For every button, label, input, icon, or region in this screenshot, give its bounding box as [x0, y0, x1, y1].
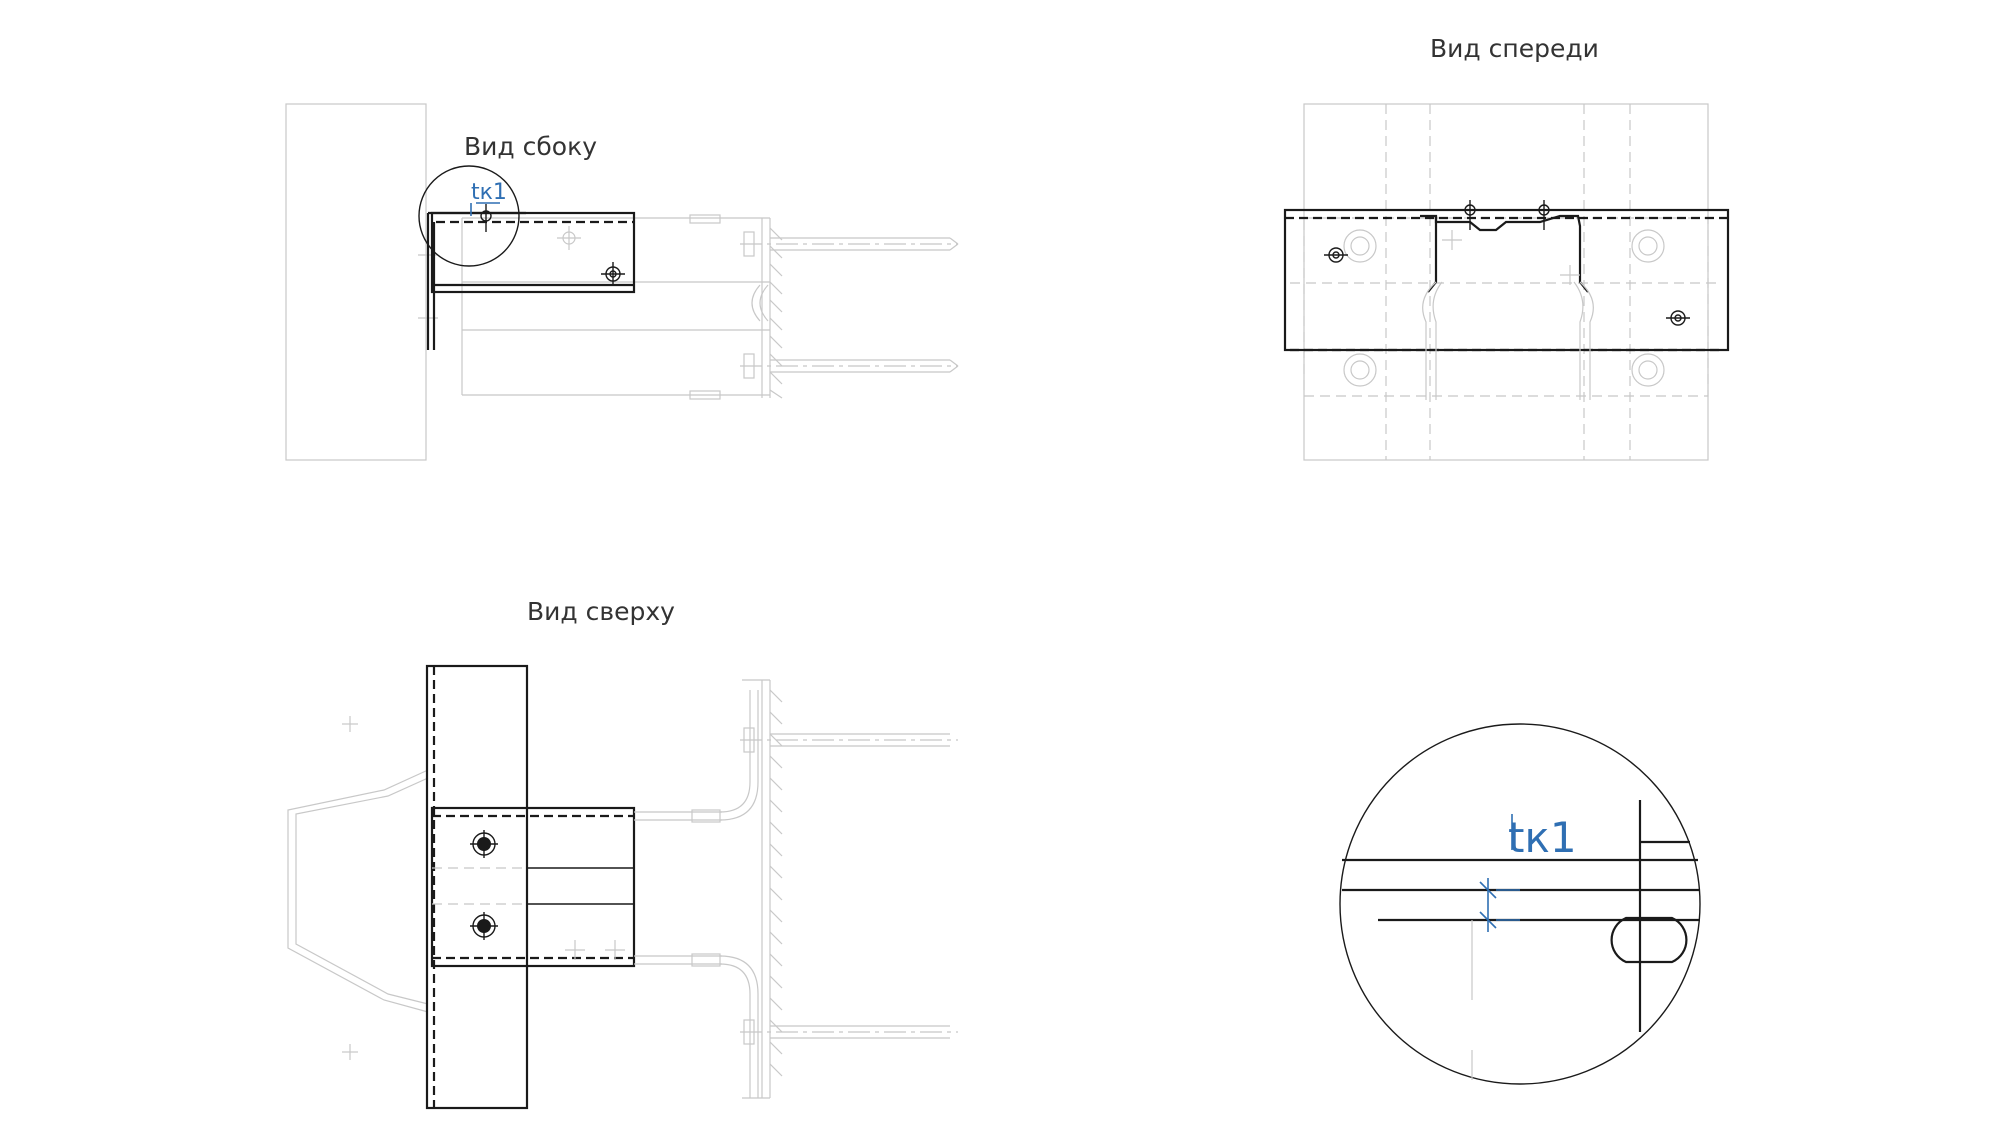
side-detail-callout-circle	[418, 165, 520, 267]
front-angle-plate	[1283, 208, 1730, 352]
detail-view: tк1	[1339, 723, 1701, 1085]
top-hatch	[769, 689, 783, 1077]
top-angle-profile	[430, 806, 636, 968]
side-angle-profile	[430, 211, 636, 294]
side-view: Вид сбоку	[285, 103, 959, 461]
front-view: Вид спереди	[1283, 34, 1730, 461]
front-wall-panel	[1303, 103, 1709, 461]
top-view-title: Вид сверху	[527, 597, 675, 626]
side-view-title: Вид сбоку	[464, 132, 597, 161]
detail-weld-mark: tк1	[1508, 813, 1577, 862]
front-anchor-nuts	[1343, 229, 1665, 387]
front-view-title: Вид спереди	[1430, 34, 1599, 63]
detail-circle	[1339, 723, 1701, 1085]
detail-slot	[1610, 916, 1688, 964]
side-wall	[285, 103, 427, 461]
side-hatch	[769, 227, 783, 399]
top-view: Вид сверху	[287, 597, 958, 1110]
side-weld-mark: tк1	[471, 180, 507, 205]
top-wall-plate	[425, 664, 529, 1110]
